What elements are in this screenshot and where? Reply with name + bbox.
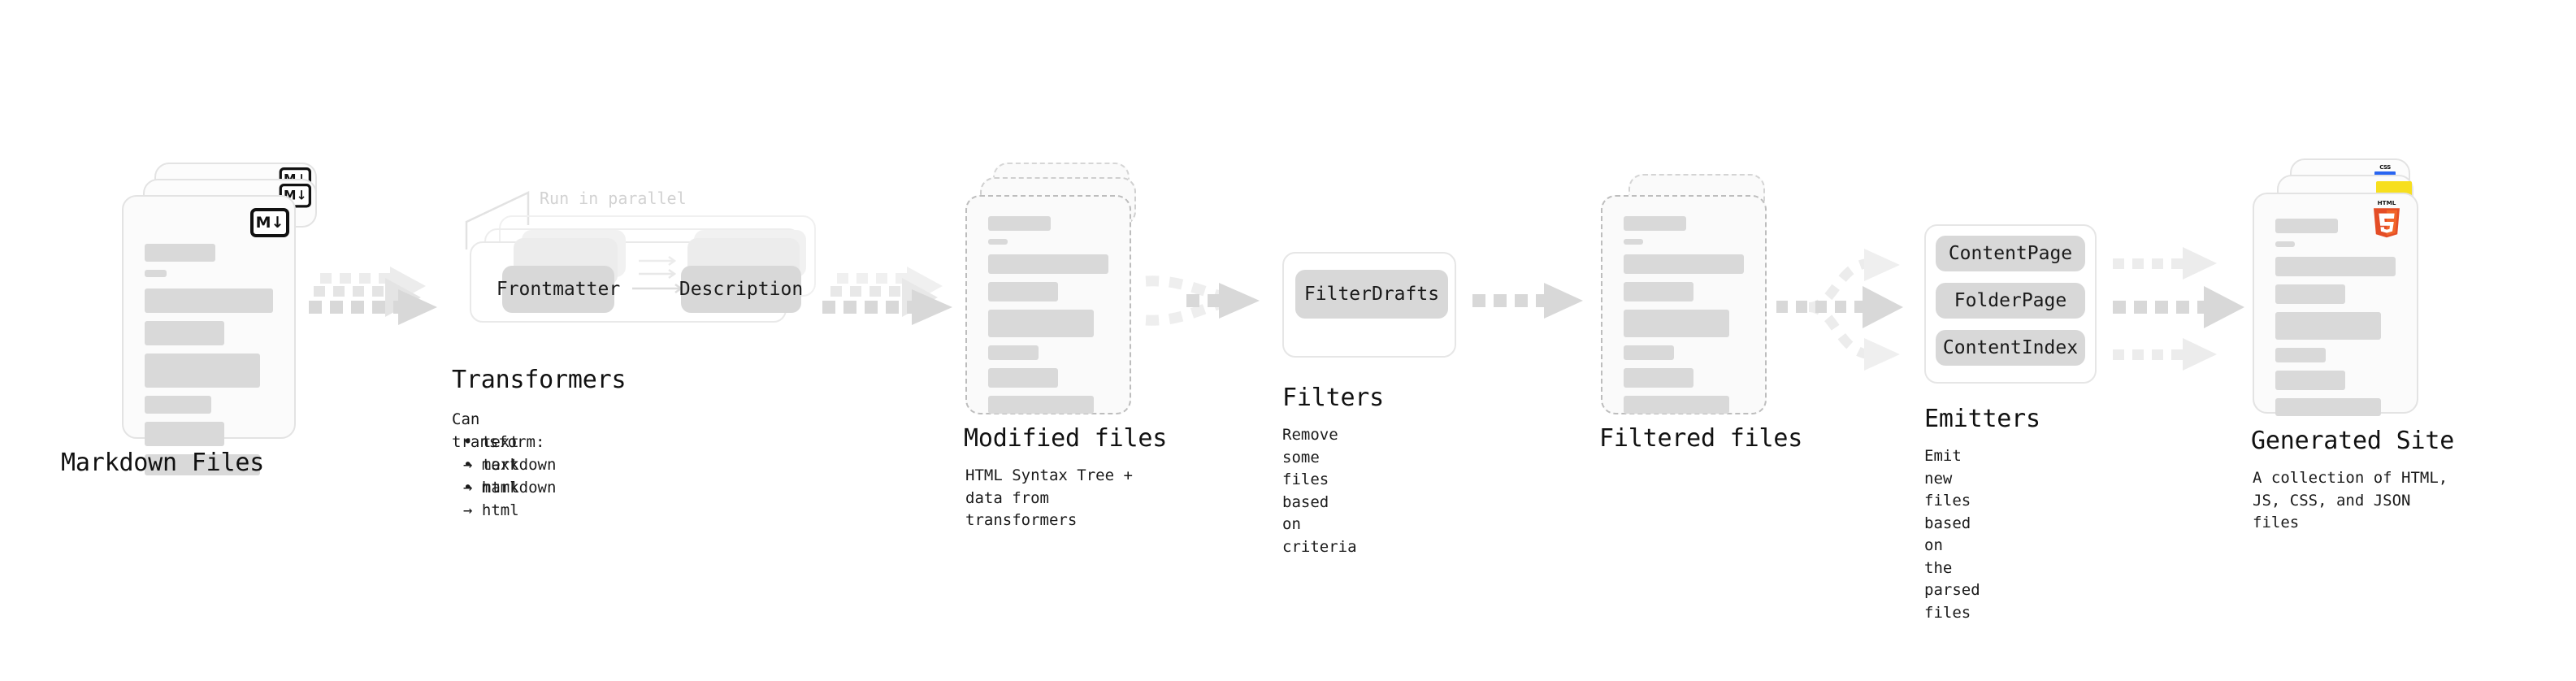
transformer-chip-description-label: Description xyxy=(679,279,804,300)
transformer-chip-frontmatter-label: Frontmatter xyxy=(496,279,621,300)
emitter-chip-folderpage-label: FolderPage xyxy=(1954,290,2067,311)
label-filters: Filters xyxy=(1282,384,1385,412)
emitter-chip-folderpage[interactable]: FolderPage xyxy=(1936,283,2085,319)
transformers-bullet-0: • text → text xyxy=(463,433,519,474)
transformers-bullet-2: • html → html xyxy=(463,479,519,519)
markdown-icon: M↓ xyxy=(250,208,289,237)
filter-chip-filterdrafts[interactable]: FilterDrafts xyxy=(1295,270,1448,319)
transformer-chip-description[interactable]: Description xyxy=(679,266,804,313)
run-in-parallel-bracket xyxy=(465,191,530,249)
arrow-filters-to-filtered xyxy=(1472,283,1583,319)
stage-markdown-files: M↓ M↓ M↓ M xyxy=(61,163,333,477)
transformer-chip-frontmatter[interactable]: Frontmatter xyxy=(497,266,620,313)
emitter-chip-contentindex[interactable]: ContentIndex xyxy=(1936,330,2085,366)
modified-files-subtitle: HTML Syntax Tree + data from transformer… xyxy=(965,466,1133,530)
filtered-card-front xyxy=(1601,195,1767,414)
site-file-stack: HTML xyxy=(2253,158,2464,435)
modified-card-front xyxy=(965,195,1131,414)
modified-card-lines xyxy=(988,216,1108,422)
emitter-chip-contentindex-label: ContentIndex xyxy=(1942,337,2079,358)
transformers-bullet-1: • markdown → markdown xyxy=(463,456,557,497)
stage-filtered-files: Filtered files xyxy=(1599,163,1802,453)
transformers-subtitle: Can transform: xyxy=(452,410,545,451)
label-modified-files: Modified files xyxy=(964,424,1168,453)
filter-chip-filterdrafts-label: FilterDrafts xyxy=(1303,284,1440,305)
filtered-file-stack xyxy=(1601,163,1796,447)
emitter-chip-contentpage-label: ContentPage xyxy=(1948,243,2073,264)
label-emitters: Emitters xyxy=(1924,405,2040,433)
stage-generated-site: HTML Generated Site A collection of HTML… xyxy=(2251,158,2464,531)
label-filtered-files: Filtered files xyxy=(1599,424,1803,453)
modified-file-stack xyxy=(965,163,1160,447)
emitters-subtitle: Emit new files based on the parsed files xyxy=(1924,447,1980,622)
markdown-file-stack: M↓ M↓ M↓ xyxy=(122,163,333,475)
arrow-emitters-to-site xyxy=(2113,247,2244,371)
markdown-card-lines xyxy=(145,244,273,484)
filters-subtitle: Remove some files based on criteria xyxy=(1282,426,1357,556)
arrow-markdown-to-transformers xyxy=(309,267,437,325)
label-transformers: Transformers xyxy=(452,366,627,394)
arrow-modified-to-filters xyxy=(1145,275,1260,326)
label-markdown-files: Markdown Files xyxy=(61,449,265,477)
site-card-lines xyxy=(2275,219,2396,424)
generated-site-subtitle: A collection of HTML, JS, CSS, and JSON … xyxy=(2253,469,2448,532)
emitter-chip-contentpage[interactable]: ContentPage xyxy=(1936,236,2085,271)
transformers-inner-arrows xyxy=(632,255,683,294)
filtered-card-lines xyxy=(1624,216,1744,422)
annotation-run-in-parallel: Run in parallel xyxy=(540,189,687,208)
html5-icon: HTML xyxy=(2370,199,2404,238)
arrow-filtered-to-emitters xyxy=(1776,249,1903,371)
label-generated-site: Generated Site xyxy=(2251,427,2455,455)
svg-text:HTML: HTML xyxy=(2378,199,2396,206)
html5-shield: HTML xyxy=(2374,199,2400,238)
stage-modified-files: Modified files HTML Syntax Tree + data f… xyxy=(964,163,1167,529)
arrow-transformers-to-modified xyxy=(822,267,952,325)
